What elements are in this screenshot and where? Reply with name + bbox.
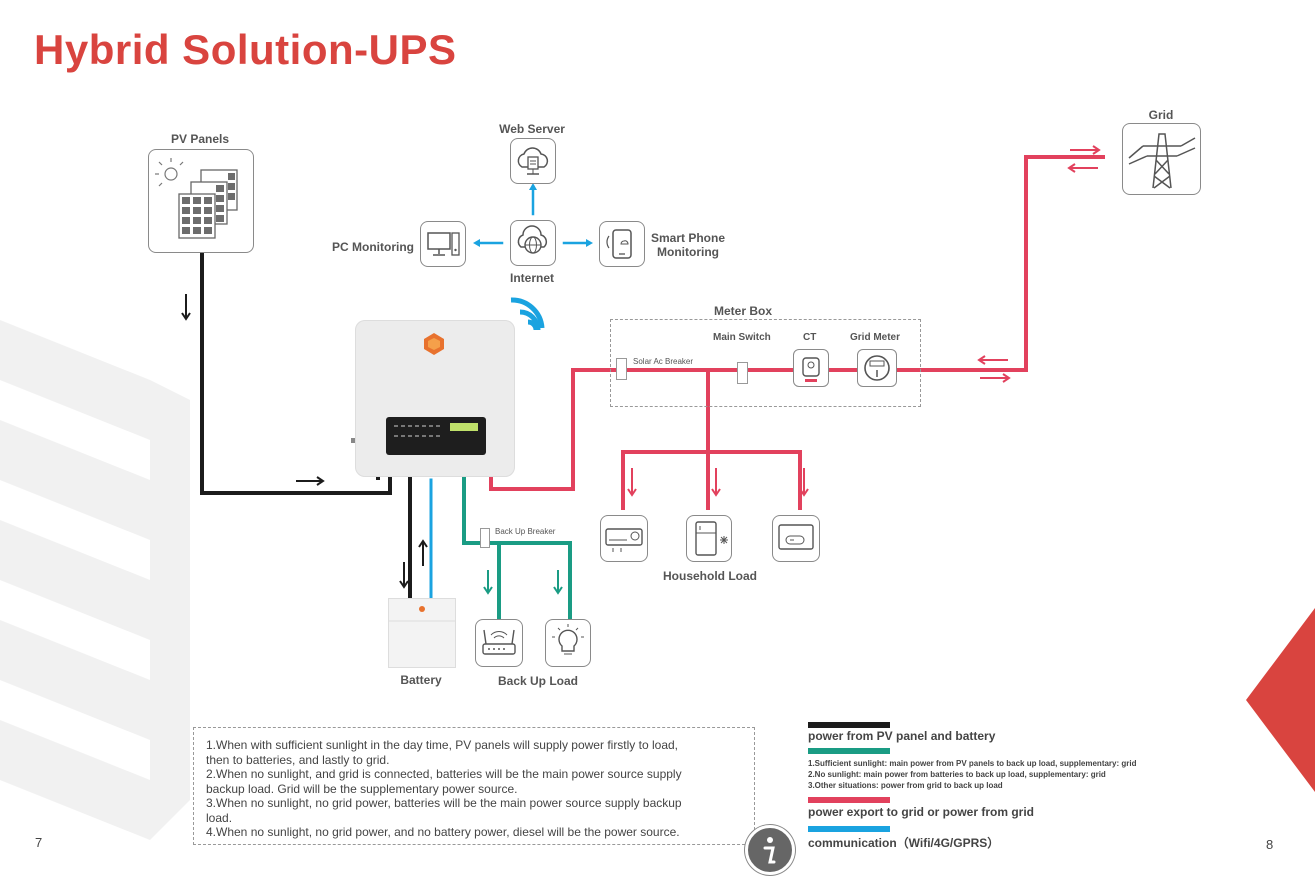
web-server-box	[510, 138, 556, 184]
grid-meter-label: Grid Meter	[850, 332, 901, 343]
household-branch-line-2	[706, 450, 802, 510]
air-conditioner-icon	[605, 528, 643, 552]
main-switch	[737, 362, 748, 384]
note-line: then to batteries, and lastly to grid.	[206, 752, 390, 767]
legend-teal-line: 1.Sufficient sunlight: main power from P…	[808, 759, 1137, 768]
backup-load-line	[462, 412, 572, 622]
router-icon	[482, 629, 516, 655]
wifi-icon	[510, 297, 545, 331]
page-number-right: 8	[1266, 837, 1274, 852]
pc-monitoring-box	[420, 221, 466, 267]
solar-panel-icon	[155, 158, 238, 239]
page-number-left: 7	[35, 835, 43, 850]
legend-red-bar	[808, 797, 890, 803]
pc-monitoring-label: PC Monitoring	[332, 240, 414, 254]
note-line: 2.When no sunlight, and grid is connecte…	[206, 767, 682, 781]
legend-red-label: power export to grid or power from grid	[808, 805, 1035, 819]
meter-box	[610, 319, 921, 407]
inverter-display-panel	[386, 417, 486, 455]
tv-gamepad-icon	[778, 524, 814, 550]
back-up-breaker	[480, 528, 490, 548]
meter-box-label: Meter Box	[713, 304, 772, 318]
accent-triangle	[1246, 608, 1315, 792]
legend-black-label: power from PV panel and battery	[808, 729, 996, 743]
back-up-load-light-box	[545, 619, 591, 667]
info-icon[interactable]	[745, 825, 795, 875]
grid-meter-box	[857, 349, 897, 387]
meter-icon	[864, 355, 890, 381]
back-up-load-label: Back Up Load	[497, 674, 578, 688]
ct-box	[793, 349, 829, 387]
page-title: Hybrid Solution-UPS	[34, 26, 457, 73]
inverter-logo-icon	[424, 333, 444, 355]
smart-phone-label: Smart Phone Monitoring	[651, 231, 726, 259]
current-transformer-icon	[802, 357, 820, 382]
cloud-server-icon	[517, 147, 549, 175]
internet-box	[510, 220, 556, 266]
note-line: backup load. Grid will be the supplement…	[206, 781, 518, 796]
battery-unit	[388, 598, 456, 668]
inverter-to-grid-line	[489, 155, 1105, 491]
household-load-label: Household Load	[663, 569, 757, 583]
legend-teal-line: 2.No sunlight: main power from batteries…	[808, 770, 1106, 779]
pv-panels-label: PV Panels	[170, 132, 230, 146]
legend-teal-bar	[808, 748, 890, 754]
battery-label: Battery	[400, 673, 442, 687]
note-line: load.	[206, 810, 233, 825]
solar-ac-breaker-label: Solar Ac Breaker	[633, 357, 694, 366]
legend-blue-label: communication（Wifi/4G/GPRS）	[808, 836, 1000, 850]
solar-ac-breaker	[616, 358, 627, 380]
battery-icon	[389, 606, 455, 622]
power-tower-icon	[1128, 133, 1196, 189]
smart-phone-box	[599, 221, 645, 267]
legend-blue-bar	[808, 826, 890, 832]
household-load-tv-box	[772, 515, 820, 562]
grid-label: Grid	[1148, 108, 1174, 122]
back-up-load-router-box	[475, 619, 523, 667]
web-server-label: Web Server	[499, 122, 565, 136]
legend-teal-line: 3.Other situations: power from grid to b…	[808, 781, 1003, 790]
globe-cloud-icon	[517, 225, 548, 254]
household-branch-line	[621, 368, 710, 510]
main-switch-label: Main Switch	[713, 332, 771, 343]
smartphone-icon	[606, 229, 632, 259]
light-bulb-icon	[552, 624, 584, 655]
refrigerator-icon	[695, 521, 728, 556]
internet-label: Internet	[509, 271, 554, 285]
desktop-computer-icon	[427, 232, 460, 256]
back-up-breaker-label: Back Up Breaker	[495, 527, 556, 536]
grid-box	[1122, 123, 1201, 195]
ct-label: CT	[803, 332, 817, 343]
legend-black-bar	[808, 722, 890, 728]
note-line: 1.When with sufficient sunlight in the d…	[206, 738, 679, 752]
pv-panels-box	[148, 149, 254, 253]
household-load-ac-box	[600, 515, 648, 562]
hybrid-inverter	[351, 320, 515, 477]
household-load-fridge-box	[686, 515, 732, 562]
notes-box: 1.When with sufficient sunlight in the d…	[193, 727, 755, 845]
pv-to-inverter-line	[200, 248, 392, 495]
note-line: 4.When no sunlight, no grid power, and n…	[206, 825, 680, 839]
note-line: 3.When no sunlight, no grid power, batte…	[206, 796, 682, 810]
